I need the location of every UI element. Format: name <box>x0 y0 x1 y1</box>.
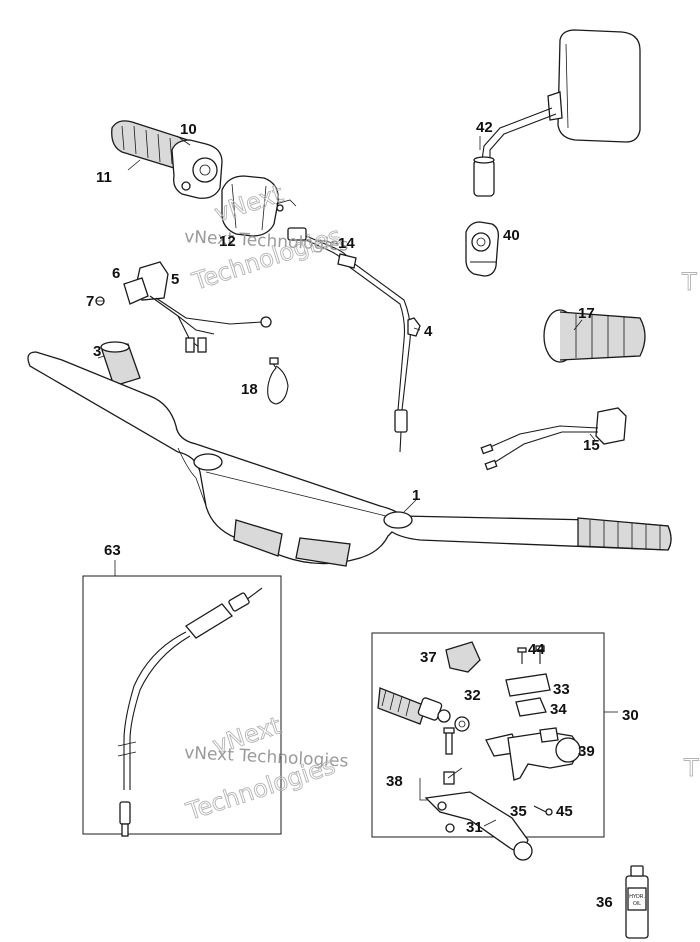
mirror <box>473 29 641 197</box>
hydraulic-oil-bottle: HYDR. OIL <box>625 865 649 939</box>
callout-37: 37 <box>420 649 437 666</box>
clutch-cable <box>117 587 263 837</box>
callout-45: 45 <box>556 803 573 820</box>
switch-assembly <box>480 407 627 471</box>
mirror-clamp <box>465 221 500 277</box>
callout-33: 33 <box>553 681 570 698</box>
callout-11: 11 <box>96 169 112 186</box>
callout-7: 7 <box>86 293 94 310</box>
callout-39: 39 <box>578 743 595 760</box>
callout-numbers: 10 11 12 14 42 40 6 5 7 4 3 17 18 15 1 6… <box>86 119 639 911</box>
master-cylinder-box <box>371 632 605 838</box>
callout-5: 5 <box>171 271 179 288</box>
bottle-label-line1: HYDR. <box>629 894 645 900</box>
watermark-edge-bottom: T <box>683 754 699 782</box>
callout-12: 12 <box>219 233 236 250</box>
callout-36: 36 <box>596 894 613 911</box>
callout-42: 42 <box>476 119 493 136</box>
cable-tie <box>267 357 289 405</box>
leader-lines <box>97 135 596 827</box>
callout-15: 15 <box>583 437 600 454</box>
callout-40: 40 <box>503 227 520 244</box>
callout-63: 63 <box>104 542 121 559</box>
callout-3: 3 <box>93 343 101 360</box>
callout-31: 31 <box>466 819 483 836</box>
callout-14: 14 <box>338 235 355 252</box>
clutch-cable-box <box>82 575 282 835</box>
callout-35: 35 <box>510 803 527 820</box>
callout-4: 4 <box>424 323 433 340</box>
master-cylinder-parts <box>377 641 581 861</box>
callout-1: 1 <box>412 487 420 504</box>
kill-switch <box>95 261 272 353</box>
callout-38: 38 <box>386 773 403 790</box>
callout-6: 6 <box>112 265 120 282</box>
bottle-label-line2: OIL <box>633 901 641 907</box>
left-grip <box>543 309 646 363</box>
callout-30: 30 <box>622 707 639 724</box>
callout-17: 17 <box>578 305 595 322</box>
callout-34: 34 <box>550 701 567 718</box>
callout-18: 18 <box>241 381 258 398</box>
callout-32: 32 <box>464 687 481 704</box>
watermark-edge-top: T <box>681 268 697 296</box>
throttle-housing <box>221 175 297 237</box>
callout-10: 10 <box>180 121 197 138</box>
throttle-cable <box>287 227 421 453</box>
throttle-grip <box>111 120 223 199</box>
callout-44: 44 <box>528 641 545 658</box>
handlebar <box>27 351 672 567</box>
spacer-sleeve <box>100 341 141 387</box>
watermark-bottom: vNext vNext Technologies Technologies <box>182 711 349 827</box>
